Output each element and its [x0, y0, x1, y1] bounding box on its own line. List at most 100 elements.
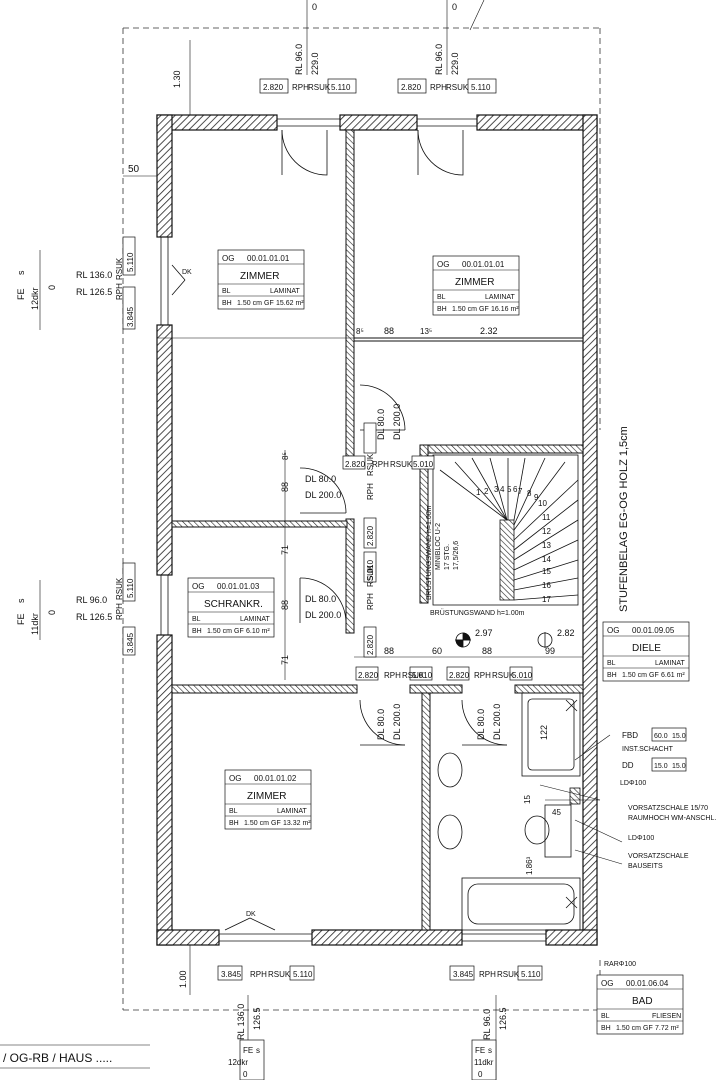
dim-88: 88 [482, 646, 492, 656]
door-box2: 5.010 [366, 559, 375, 580]
stair-step: 7 [518, 487, 523, 496]
stair-step: 9 [534, 493, 539, 502]
vorsatzschale-note: BAUSEITS [628, 863, 663, 870]
vorsatzschale-note: RAUMHOCH WM-ANSCHL. [628, 815, 716, 822]
window-openings [160, 118, 546, 942]
room-code: 00.01.09.05 [632, 626, 675, 635]
room-floor: OG [222, 254, 234, 263]
room-bl: BL [607, 660, 616, 667]
door-rph: RPH [366, 593, 375, 610]
window-rph: RPH [115, 603, 124, 620]
door-dl1: DL 80.0 [476, 709, 486, 740]
door-dl1: DL 80.0 [305, 594, 336, 604]
door-box: 2.820 [366, 634, 375, 655]
dim-122: 122 [539, 725, 549, 740]
door-dl1: DL 80.0 [376, 709, 386, 740]
room-gf-value: 7.72 m² [655, 1025, 679, 1032]
window-box-left: 3.845 [453, 970, 474, 979]
left-window-2-label: FE s 11dkr 0 RL 96.0 RL 126.5 RPH RSUK 5… [16, 577, 135, 653]
window-rsuk: RSUK [115, 577, 124, 600]
window-rph: RPH [250, 970, 267, 979]
room-tag-dividers [0, 263, 689, 1069]
door-rsuk: RSUK [492, 671, 515, 680]
room-name: BAD [632, 996, 653, 1007]
room-gf-value: 16.16 m² [491, 306, 519, 313]
stair-count-label: 17 STG. [444, 544, 451, 570]
door-dl1: DL 80.0 [305, 474, 336, 484]
stair-balustrade-label: BRÜSTUNGSWAND h=1.00m [425, 505, 433, 600]
dim-88: 88 [280, 600, 290, 610]
stair-step: 11 [542, 513, 551, 522]
window-fh: 229.0 [450, 52, 460, 75]
dimension-labels: 1.30 50 1.00 8⁵ 88 13⁵ 2.32 88 71 88 71 … [128, 70, 575, 988]
room-bl: BL [437, 294, 446, 301]
ld-label: LDΦ100 [620, 780, 646, 787]
dk-label: DK [182, 269, 192, 276]
room-bl: BL [229, 808, 238, 815]
window-dk: 12dkr [228, 1058, 248, 1067]
dim-88: 88 [384, 646, 394, 656]
room-bl-value: LAMINAT [655, 660, 686, 667]
dim-60: 60 [432, 646, 442, 656]
dim-13-5: 13⁵ [420, 327, 432, 336]
window-s: s [488, 1046, 492, 1055]
label-boxes [122, 78, 690, 1080]
room-bl: BL [222, 288, 231, 295]
top-window-1-label: 0 RL 96.0 229.0 2.820 RPH RSUK 5.110 [263, 2, 351, 92]
window-dk: 12dkr [30, 287, 40, 310]
room-bl-value: LAMINAT [277, 808, 308, 815]
window-box1: 5.110 [126, 578, 135, 598]
window-box2: 3.845 [126, 632, 135, 653]
stair-labels: 1 2 3 4 5 6 7 8 9 10 11 12 13 14 15 16 1… [425, 426, 630, 617]
dim-1-86: 1.86³ [525, 856, 534, 875]
door-dl2: DL 200.0 [392, 704, 402, 740]
room-bh-value: 1.50 cm [452, 306, 477, 313]
door-dl2: DL 200.0 [305, 610, 341, 620]
window-zero: 0 [47, 610, 57, 615]
window-box-left: 3.845 [221, 970, 242, 979]
room-name: ZIMMER [240, 271, 279, 282]
door-box: 2.820 [366, 525, 375, 546]
window-s: s [256, 1046, 260, 1055]
dim-71: 71 [280, 655, 290, 665]
room-tag-bad[interactable]: OG 00.01.06.04 BAD BL FLIESEN BH 1.50 cm… [601, 979, 681, 1032]
stair-step: 1 [476, 488, 481, 497]
room-gf-value: 6.10 m² [246, 628, 270, 635]
dim-8-5: 8⁵ [356, 327, 364, 336]
plumbing-annotations: FBD 60.0 15.0 INST.SCHACHT DD 15.0 15.0 … [604, 731, 716, 968]
stair-step: 13 [542, 541, 551, 550]
room-tag-zimmer-1[interactable]: OG 00.01.01.01 ZIMMER BL LAMINAT BH 1.50… [222, 254, 304, 307]
window-box-right: 5.110 [521, 970, 541, 979]
exterior-walls [156, 114, 598, 946]
room-bh: BH [607, 672, 617, 679]
room-tag-zimmer-3[interactable]: OG 00.01.01.02 ZIMMER BL LAMINAT BH 1.50… [229, 774, 311, 827]
window-rl: RL 96.0 [434, 44, 444, 75]
room-name: ZIMMER [455, 277, 494, 288]
window-s: s [16, 270, 26, 275]
window-rph: RPH [430, 83, 447, 92]
room-bh-value: 1.50 cm [237, 300, 262, 307]
room-tag-zimmer-2[interactable]: OG 00.01.01.01 ZIMMER BL LAMINAT BH 1.50… [437, 260, 519, 313]
room-tag-schrankraum[interactable]: OG 00.01.01.03 SCHRANKR. BL LAMINAT BH 1… [192, 582, 271, 635]
window-rsuk: RSUK [308, 83, 331, 92]
door-box: 2.820 [345, 460, 366, 469]
room-bh-value: 1.50 cm [622, 672, 647, 679]
fbd-label: FBD [622, 731, 638, 740]
window-rph: RPH [115, 283, 124, 300]
door-rph: RPH [372, 460, 389, 469]
stair-balustrade-label: BRÜSTUNGSWAND h=1.00m [430, 609, 525, 617]
window-rsuk: RSUK [115, 257, 124, 280]
window-box-right: 5.110 [293, 970, 313, 979]
height-2-82: 2.82 [557, 628, 575, 638]
window-rl2: RL 126.5 [76, 612, 112, 622]
stair-ratio-label: 17,5/26,6 [453, 541, 460, 570]
room-tag-diele[interactable]: OG 00.01.09.05 DIELE BL LAMINAT BH 1.50 … [607, 626, 686, 679]
level-markers [455, 632, 553, 648]
room-gf-value: 6.61 m² [661, 672, 685, 679]
stair-step: 10 [538, 499, 547, 508]
room-bl: BL [192, 616, 201, 623]
room-bl: BL [601, 1013, 610, 1020]
window-zero: 0 [312, 2, 317, 12]
door-labels: 2.820 RPH RSUK 5.010 DL 80.0 DL 200.0 DL… [305, 404, 533, 740]
door-rph: RPH [474, 671, 491, 680]
